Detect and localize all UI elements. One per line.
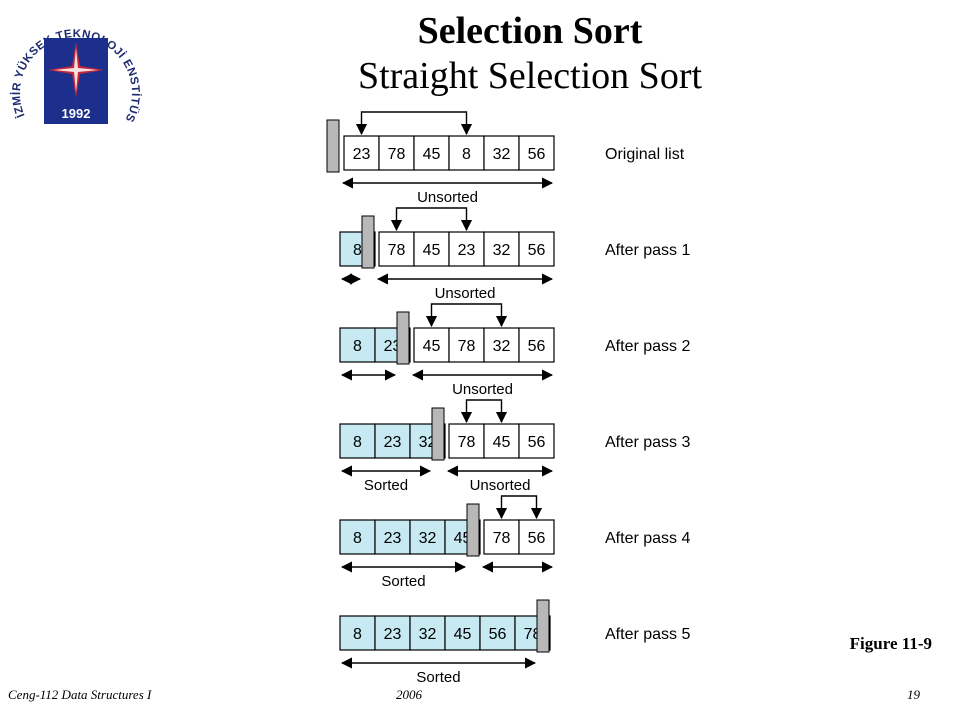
figure-label: Figure 11-9 — [849, 634, 932, 653]
sorted-label: Sorted — [364, 477, 408, 494]
list-cell — [343, 135, 380, 171]
sort-wall — [361, 215, 375, 269]
unsorted-label: Unsorted — [435, 285, 496, 302]
cell-value: 8 — [353, 338, 362, 355]
logo-year: 1992 — [62, 106, 91, 121]
list-cell — [448, 231, 485, 267]
swap-arrow — [460, 399, 508, 424]
sorted-label: Sorted — [381, 573, 425, 590]
cell-value: 78 — [458, 338, 476, 355]
cell-value: 56 — [528, 146, 546, 163]
row-label: After pass 1 — [605, 242, 690, 259]
cell-value: 32 — [493, 338, 511, 355]
title-line-2: Straight Selection Sort — [357, 55, 703, 97]
list-cell — [413, 327, 450, 363]
list-cell — [479, 615, 516, 651]
row-label: Original list — [605, 146, 685, 163]
cell-value: 8 — [353, 530, 362, 547]
cell-value: 23 — [353, 146, 371, 163]
row-label: After pass 3 — [605, 434, 690, 451]
cell-value: 56 — [528, 530, 546, 547]
cell-value: 78 — [493, 530, 511, 547]
cell-value: 56 — [528, 434, 546, 451]
cell-value: 78 — [388, 146, 406, 163]
swap-arrow — [355, 111, 473, 136]
footer-course: Ceng-112 Data Structures I — [8, 687, 152, 702]
list-cell — [518, 135, 555, 171]
cell-value: 56 — [528, 242, 546, 259]
unsorted-label: Unsorted — [417, 189, 478, 206]
cell-value: 32 — [493, 146, 511, 163]
list-cell — [448, 423, 485, 459]
sort-row-1: 8 78 45 23 32 56 After pass 1 Unsorted — [339, 207, 690, 302]
cell-value: 45 — [493, 434, 511, 451]
cell-value: 23 — [384, 434, 402, 451]
list-cell — [413, 135, 450, 171]
swap-arrow — [425, 303, 508, 328]
cell-value: 56 — [489, 626, 507, 643]
unsorted-label: Unsorted — [470, 477, 531, 494]
list-cell — [409, 615, 446, 651]
slide-title: Selection Sort Straight Selection Sort — [0, 8, 960, 98]
list-cell — [518, 519, 555, 555]
row-label: After pass 4 — [605, 530, 690, 547]
list-cell — [448, 327, 485, 363]
cell-value: 56 — [528, 338, 546, 355]
cell-value: 78 — [388, 242, 406, 259]
cell-value: 78 — [458, 434, 476, 451]
list-cell — [374, 519, 411, 555]
list-cell — [339, 423, 376, 459]
cell-value: 45 — [423, 242, 441, 259]
list-cell — [518, 231, 555, 267]
swap-arrow — [495, 495, 543, 520]
cell-value: 32 — [493, 242, 511, 259]
cell-value: 8 — [462, 146, 471, 163]
list-cell — [483, 135, 520, 171]
cell-value: 45 — [423, 338, 441, 355]
cell-value: 8 — [353, 626, 362, 643]
cell-value: 23 — [384, 626, 402, 643]
list-cell — [378, 231, 415, 267]
list-cell — [518, 327, 555, 363]
list-cell — [374, 615, 411, 651]
list-cell — [378, 135, 415, 171]
row-label: After pass 5 — [605, 626, 690, 643]
sort-wall — [396, 311, 410, 365]
sort-wall — [466, 503, 480, 557]
list-cell — [483, 519, 520, 555]
cell-value: 23 — [458, 242, 476, 259]
sorted-label: Sorted — [416, 669, 460, 686]
cell-value: 32 — [419, 530, 437, 547]
cell-value: 32 — [419, 626, 437, 643]
footer-year: 2006 — [396, 687, 422, 702]
row-label: After pass 2 — [605, 338, 690, 355]
list-cell — [518, 423, 555, 459]
footer-page: 19 — [907, 687, 920, 702]
list-cell — [339, 615, 376, 651]
title-line-1: Selection Sort — [417, 10, 643, 52]
sort-wall — [536, 599, 550, 653]
list-cell — [413, 231, 450, 267]
cell-value: 23 — [384, 530, 402, 547]
swap-arrow — [390, 207, 473, 232]
cell-value: 45 — [454, 626, 472, 643]
sort-wall — [326, 119, 340, 173]
sort-wall — [431, 407, 445, 461]
cell-value: 45 — [423, 146, 441, 163]
cell-value: 8 — [353, 242, 362, 259]
cell-value: 8 — [353, 434, 362, 451]
university-logo: İZMİR YÜKSEK TEKNOLOJİ ENSTİTÜSÜ 1992 — [6, 4, 142, 124]
unsorted-label: Unsorted — [452, 381, 513, 398]
